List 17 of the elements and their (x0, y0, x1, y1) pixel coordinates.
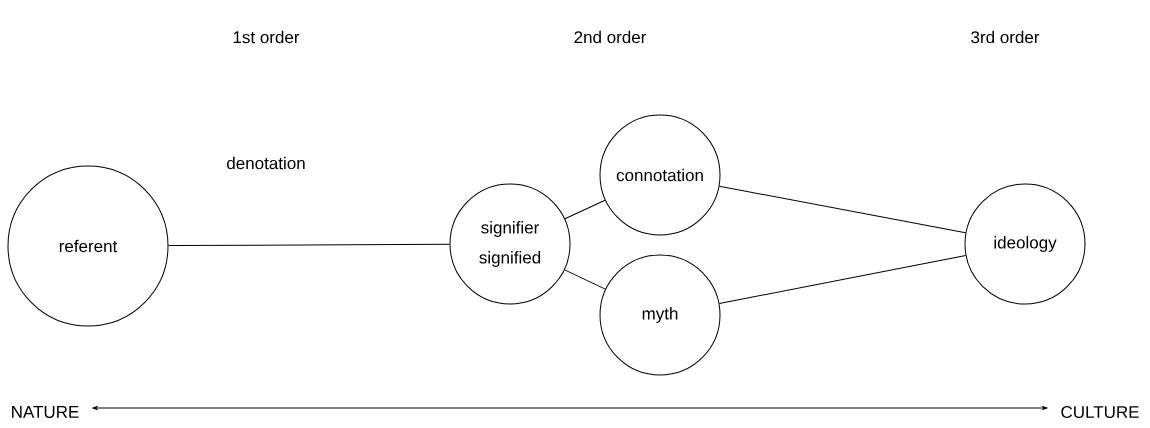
circle-node: myth (599, 254, 721, 376)
circle-node: referent (7, 165, 169, 327)
order-label: 1st order (233, 30, 300, 44)
edge-label: denotation (227, 156, 305, 170)
axis-label: CULTURE (1061, 406, 1139, 418)
axis-label: NATURE (12, 406, 79, 418)
connector-line (564, 199, 606, 220)
circle-node: signifier signified (449, 183, 571, 305)
connector-line (718, 255, 967, 304)
circle-node: connotation (599, 114, 721, 236)
order-label: 3rd order (971, 30, 1040, 44)
connector-line (168, 243, 450, 247)
circle-node: ideology (964, 183, 1086, 305)
order-label: 2nd order (574, 30, 647, 44)
connector-line (718, 185, 967, 234)
double-arrow (92, 406, 1048, 410)
connector-line (564, 269, 606, 290)
